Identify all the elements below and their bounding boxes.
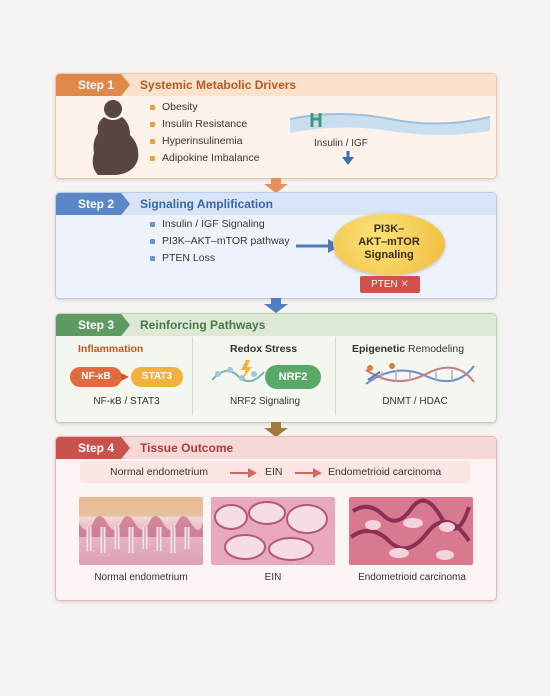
- step3-title: Reinforcing Pathways: [140, 318, 266, 332]
- bullet-insulin-igf-signaling: Insulin / IGF Signaling: [150, 216, 290, 233]
- epigenetic-caption: DNMT / HDAC: [382, 396, 448, 407]
- arrow-step3-step4-head: [264, 428, 288, 437]
- step3-tag: Step 3: [56, 314, 131, 336]
- bullet-hyperinsulinemia: Hyperinsulinemia: [150, 133, 259, 150]
- body-silhouette-icon: [92, 100, 139, 175]
- step1-title: Systemic Metabolic Drivers: [140, 78, 297, 92]
- progression-stage-3: Endometrioid carcinoma: [328, 466, 442, 478]
- arrow-step2-step3: [271, 298, 281, 305]
- dna-helix-icon: [365, 363, 475, 385]
- progression-bar: [80, 461, 470, 483]
- nrf2-node: NRF2: [265, 365, 321, 389]
- step1-header: Step 1 Systemic Metabolic Drivers: [56, 74, 496, 96]
- epigenetic-title-bold: Epigenetic: [352, 343, 406, 355]
- bullet-adipokine: Adipokine Imbalance: [150, 150, 259, 167]
- step4-title: Tissue Outcome: [140, 441, 234, 455]
- nfkb-to-stat3-arrow-icon: [121, 373, 129, 381]
- inflammation-title: Inflammation: [78, 343, 144, 355]
- hub-line2: AKT–mTOR: [358, 236, 420, 248]
- endometrioid-carcinoma-image: [349, 497, 473, 565]
- redox-title: Redox Stress: [230, 343, 298, 355]
- epigenetic-title: Epigenetic Remodeling: [352, 343, 464, 355]
- step3-header: Step 3 Reinforcing Pathways: [56, 314, 496, 336]
- epigenetic-title-rest: Remodeling: [405, 343, 465, 355]
- step2-title: Signaling Amplification: [140, 197, 273, 211]
- bullet-insulin-resistance: Insulin Resistance: [150, 116, 259, 133]
- pten-cross-icon: ✕: [400, 279, 409, 290]
- pten-label: PTEN: [371, 279, 398, 290]
- caption-carcinoma: Endometrioid carcinoma: [358, 572, 466, 583]
- inflammation-caption: NF-κB / STAT3: [93, 396, 160, 407]
- step4-tag: Step 4: [56, 437, 131, 459]
- arrow-step2-step3-head: [264, 304, 288, 313]
- step4-header: Step 4 Tissue Outcome: [56, 437, 496, 459]
- progression-arrow-icon: [295, 468, 322, 478]
- arrow-step1-step2: [271, 178, 281, 185]
- bullet-pi3k-pathway: PI3K–AKT–mTOR pathway: [150, 233, 290, 250]
- nfkb-node: NF-κB: [70, 367, 122, 387]
- step2-tag: Step 2: [56, 193, 131, 215]
- bullet-pten-loss: PTEN Loss: [150, 250, 290, 267]
- ein-image: [211, 497, 335, 565]
- bullet-obesity: Obesity: [150, 99, 259, 116]
- step1-bullets: Obesity Insulin Resistance Hyperinsuline…: [150, 99, 259, 167]
- step1-tag: Step 1: [56, 74, 131, 96]
- progression-stage-2: EIN: [265, 466, 283, 478]
- redox-caption: NRF2 Signaling: [229, 396, 301, 407]
- step2-header: Step 2 Signaling Amplification: [56, 193, 496, 215]
- pi3k-hub: PI3K– AKT–mTOR Signaling: [333, 213, 445, 275]
- progression-arrow-icon: [230, 468, 257, 478]
- caption-normal: Normal endometrium: [94, 572, 188, 583]
- hub-line1: PI3K–: [373, 223, 405, 235]
- molecule-icon: [211, 360, 265, 383]
- normal-endometrium-image: [79, 497, 203, 565]
- receptor-label: Insulin / IGF: [314, 138, 368, 149]
- step3-divider-1: [192, 337, 193, 415]
- arrow-step3-step4: [271, 422, 281, 429]
- step3-divider-2: [335, 337, 336, 415]
- caption-ein: EIN: [264, 572, 282, 583]
- step2-bullets: Insulin / IGF Signaling PI3K–AKT–mTOR pa…: [150, 216, 290, 267]
- hub-line3: Signaling: [364, 249, 414, 261]
- stat3-node: STAT3: [131, 367, 183, 387]
- membrane-receptor-illustration: [290, 113, 490, 165]
- arrow-step1-step2-head: [264, 184, 288, 193]
- progression-stage-1: Normal endometrium: [110, 466, 209, 478]
- pten-badge: PTEN ✕: [360, 276, 420, 293]
